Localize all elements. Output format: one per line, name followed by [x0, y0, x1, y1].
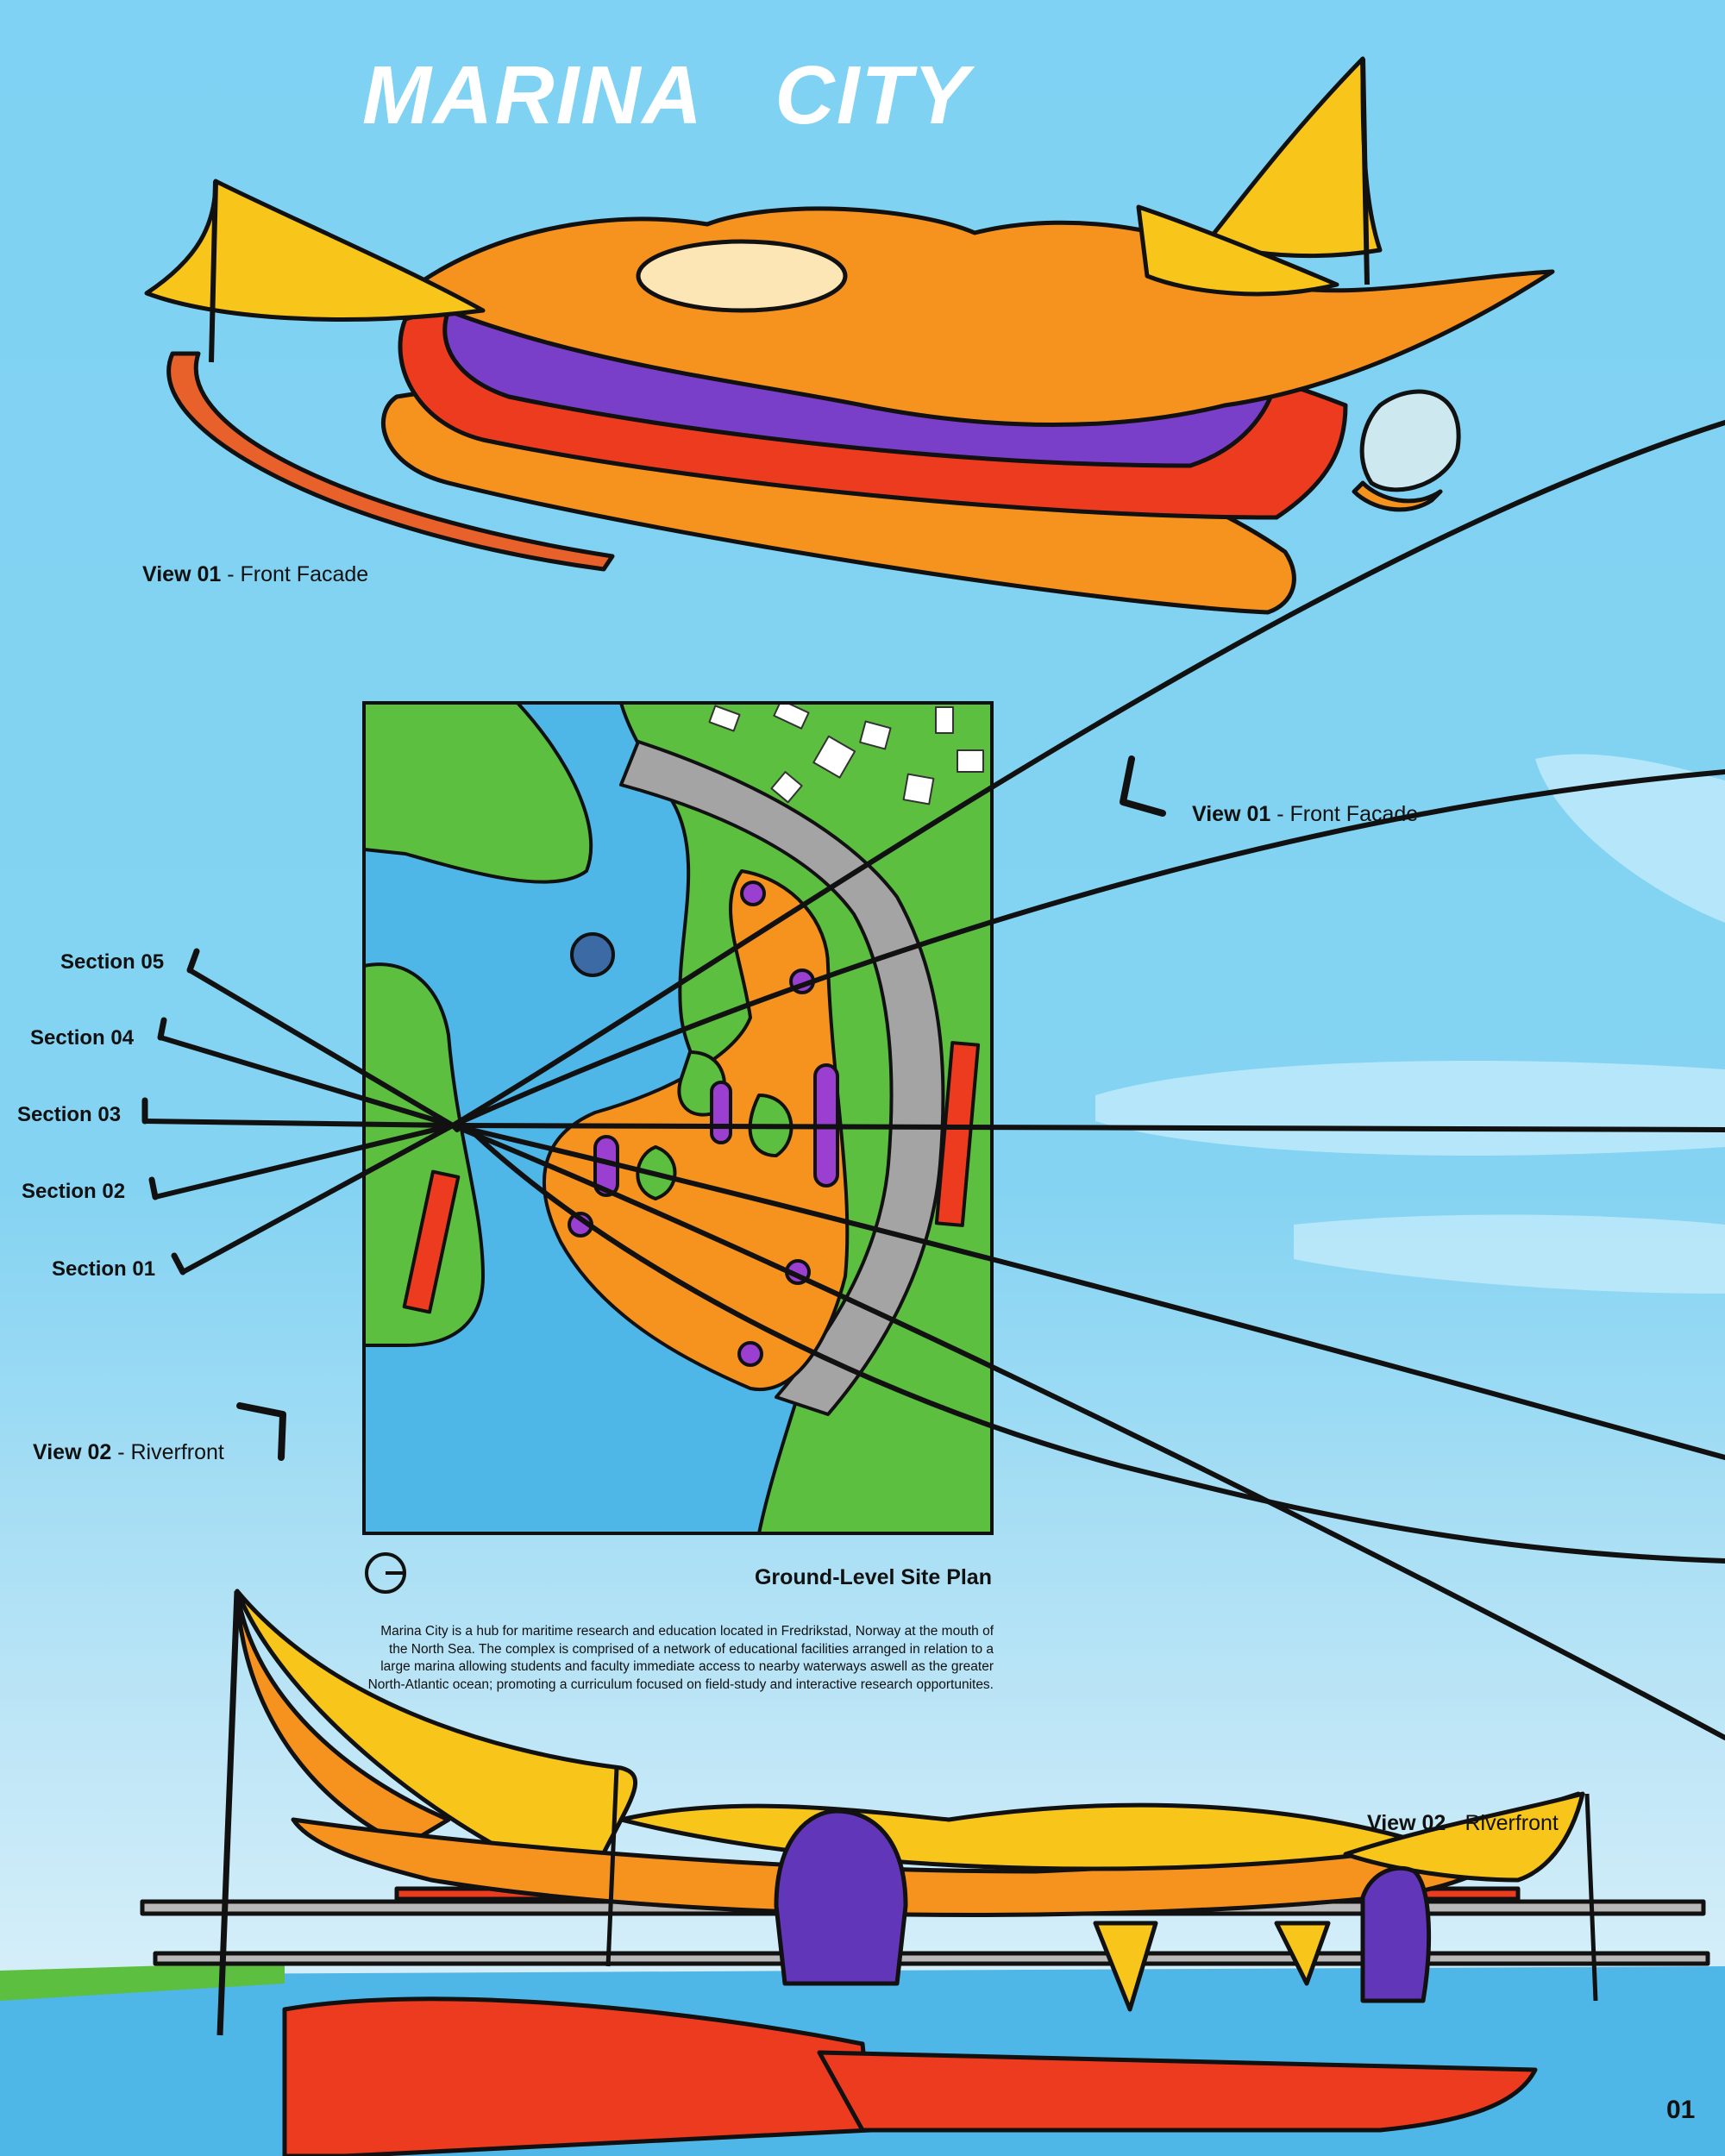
front-facade-render	[144, 56, 1555, 615]
section-05-label: Section 05	[60, 950, 165, 974]
section-lines	[142, 420, 1725, 1740]
poster-title: MARINA CITY	[362, 49, 971, 141]
site-plan-frame	[362, 701, 994, 1535]
site-plan-map	[362, 701, 994, 1535]
north-arrow-icon	[365, 1552, 406, 1594]
section-02-label: Section 02	[22, 1180, 126, 1203]
view-02-plan-label: View 02 - Riverfront	[33, 1440, 224, 1464]
view-01-top-label: View 01 - Front Facade	[142, 562, 369, 586]
section-04-label: Section 04	[30, 1026, 135, 1050]
view-02-bottom-label: View 02 - Riverfront	[1367, 1811, 1559, 1835]
sky-streaks	[1095, 754, 1725, 1294]
section-03-label: Section 03	[17, 1103, 122, 1126]
section-01-label: Section 01	[52, 1257, 156, 1281]
page-number: 01	[1666, 2096, 1696, 2124]
view-01-marker	[1120, 755, 1166, 817]
site-plan-title: Ground-Level Site Plan	[754, 1565, 992, 1589]
view-01-plan-label: View 01 - Front Facade	[1192, 802, 1419, 826]
project-description: Marina City is a hub for maritime resear…	[367, 1624, 994, 1692]
section-ticks	[141, 948, 200, 1275]
riverfront-render	[0, 1589, 1725, 2156]
view-02-marker	[236, 1402, 286, 1461]
